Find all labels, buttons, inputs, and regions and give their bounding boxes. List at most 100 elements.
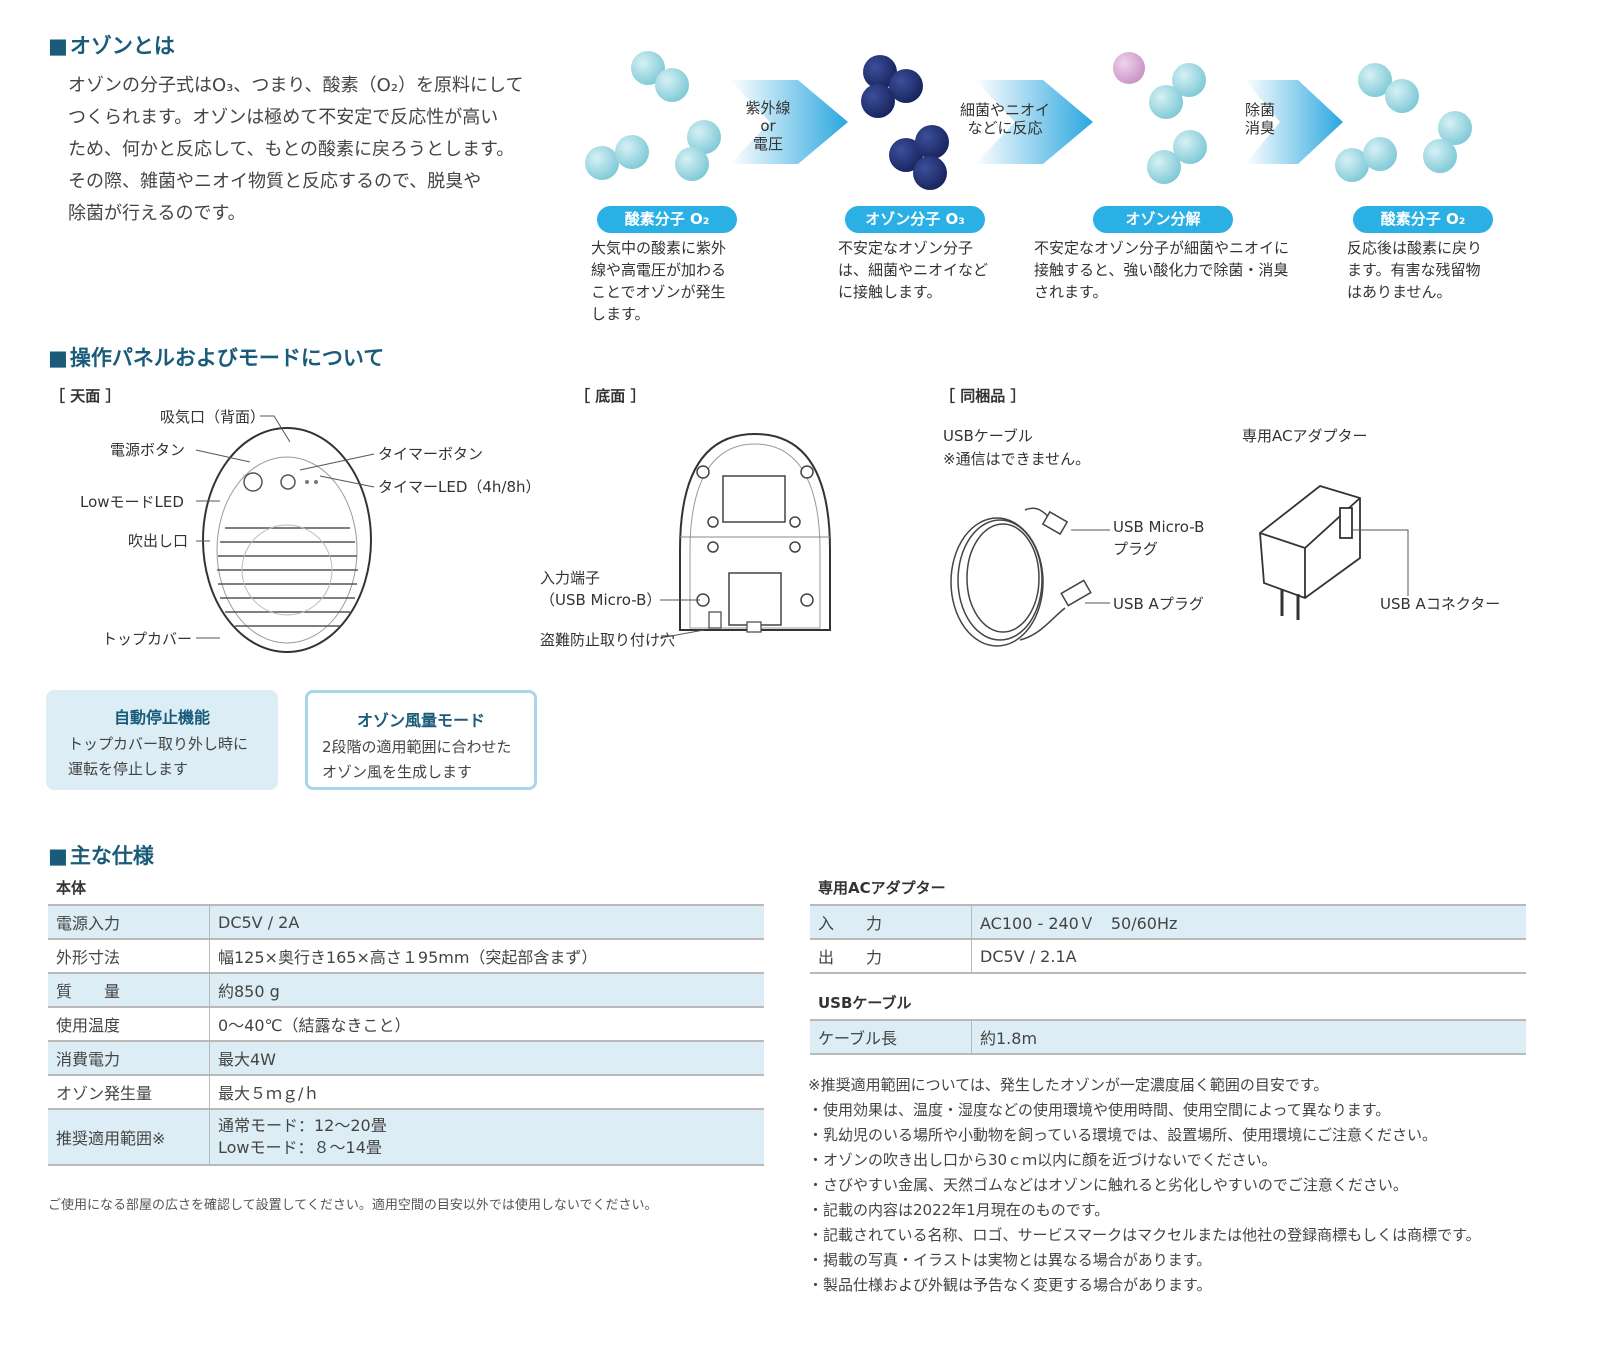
arrow-icon: [730, 80, 848, 164]
table-row: 外形寸法幅125×奥行き165×高さ１95mm（突起部含まず）: [48, 938, 764, 974]
label-microb-plug: USB Micro-B: [1113, 518, 1205, 536]
arrow-label: 紫外線 or 電圧: [745, 99, 791, 153]
intro-line: 除菌が行えるのです。: [68, 203, 246, 224]
arrow-label: 除菌 消臭: [1244, 101, 1275, 137]
label-input-port: 入力端子: [540, 569, 601, 587]
table-title-adapter: 専用ACアダプター: [818, 879, 946, 897]
o3-molecules-icon: [861, 55, 949, 190]
intro-line: オゾンの分子式はO₃、つまり、酸素（O₂）を原料にして: [68, 75, 524, 96]
note-line: ・使用効果は、温度・湿度などの使用環境や使用時間、使用空間によって異なります。: [808, 1101, 1391, 1119]
section-title-panel: 操作パネルおよびモードについて: [48, 342, 384, 372]
table-row: 質 量約850 g: [48, 972, 764, 1008]
note-line: ・さびやすい金属、天然ゴムなどはオゾンに触れると劣化しやすいのでご注意ください。: [808, 1176, 1408, 1194]
label-usb-a-plug: USB Aプラグ: [1113, 595, 1204, 613]
leader-lines: [195, 415, 291, 639]
note-line: ・製品仕様および外観は予告なく変更する場合があります。: [808, 1276, 1212, 1294]
label-microb-plug2: プラグ: [1113, 540, 1159, 558]
feature-title: オゾン風量モード: [356, 711, 485, 730]
feature-box-auto-stop: 自動停止機能 トップカバー取り外し時に 運転を停止します: [46, 690, 278, 790]
feature-desc: トップカバー取り外し時に 運転を停止します: [68, 735, 249, 778]
spec-value: 0～40℃（結露なきこと）: [209, 1006, 764, 1042]
feature-desc: 2段階の適用範囲に合わせた オゾン風を生成します: [322, 738, 512, 781]
spec-value: AC100 - 240Ｖ 50/60Hz: [971, 904, 1526, 940]
note-line: ・掲載の写真・イラストは実物とは異なる場合があります。: [808, 1251, 1212, 1269]
table-row: オゾン発生量最大５ｍｇ/ｈ: [48, 1074, 764, 1110]
spec-value-line: 通常モード：12～20畳: [218, 1116, 387, 1135]
label-bundle: ［ 同梱品 ］: [940, 387, 1026, 405]
vent-grille-icon: [217, 527, 358, 627]
o2-molecules-icon: [585, 51, 721, 181]
label-bottom-view: ［ 底面 ］: [575, 387, 646, 405]
label-outlet: 吹出し口: [128, 532, 189, 550]
leader-lines: [660, 599, 705, 639]
note-line: ・記載されている名称、ロゴ、サービスマークはマクセルまたは他社の登録商標もしくは…: [808, 1226, 1481, 1244]
feature-box-ozone-mode: オゾン風量モード 2段階の適用範囲に合わせた オゾン風を生成します: [305, 690, 537, 790]
label-usb-note: ※通信はできません。: [943, 450, 1091, 468]
timer-button-icon: [280, 474, 296, 490]
step-desc: 大気中の酸素に紫外 線や高電圧が加わる ことでオゾンが発生 します。: [591, 239, 727, 323]
label-usb-cable: USBケーブル: [943, 427, 1033, 445]
spec-value: 幅125×奥行き165×高さ１95mm（突起部含まず）: [209, 938, 764, 974]
spec-value-line: Lowモード：８～14畳: [218, 1138, 382, 1157]
note-line: ・記載の内容は2022年1月現在のものです。: [808, 1201, 1110, 1219]
label-top-cover: トップカバー: [102, 630, 193, 648]
spec-value: DC5V / 2A: [209, 904, 764, 940]
spec-value: 最大５ｍｇ/ｈ: [209, 1074, 764, 1110]
spec-key: 消費電力: [48, 1040, 210, 1076]
note-line: ・オゾンの吹き出し口から30ｃｍ以内に顔を近づけないでください。: [808, 1151, 1277, 1169]
table-row: ケーブル長約1.8m: [810, 1019, 1526, 1055]
spec-key: 入 力: [810, 904, 972, 940]
spec-key: 推奨適用範囲※: [48, 1108, 210, 1166]
spec-key: ケーブル長: [810, 1019, 972, 1055]
label-usb-a-connector: USB Aコネクター: [1380, 595, 1501, 613]
spec-main-note: ご使用になる部屋の広さを確認して設置してください。適用空間の目安以外では使用しな…: [48, 1198, 658, 1213]
intro-line: つくられます。オゾンは極めて不安定で反応性が高い: [68, 107, 499, 128]
table-row: 消費電力最大4W: [48, 1040, 764, 1076]
spec-value: 約1.8m: [971, 1019, 1526, 1055]
label-lock-hole: 盗難防止取り付け穴: [540, 631, 676, 649]
arrow-label: 細菌やニオイ などに反応: [959, 101, 1050, 137]
label-ac-adapter: 専用ACアダプター: [1242, 427, 1368, 445]
table-row: 推奨適用範囲※ 通常モード：12～20畳 Lowモード：８～14畳: [48, 1108, 764, 1166]
power-icon: [243, 472, 263, 492]
spec-key: 質 量: [48, 972, 210, 1008]
spec-value: DC5V / 2.1A: [971, 938, 1526, 974]
step-badge: 酸素分子 O₂: [597, 206, 737, 233]
note-line: ※推奨適用範囲については、発生したオゾンが一定濃度届く範囲の目安です。: [808, 1076, 1329, 1094]
spec-key: 使用温度: [48, 1006, 210, 1042]
note-line: ・乳幼児のいる場所や小動物を飼っている環境では、設置場所、使用環境にご注意くださ…: [808, 1126, 1437, 1144]
spec-notes: ※推奨適用範囲については、発生したオゾンが一定濃度届く範囲の目安です。 ・使用効…: [808, 1073, 1481, 1298]
spec-key: オゾン発生量: [48, 1074, 210, 1110]
ac-adapter-icon: [1259, 485, 1409, 620]
spec-key: 外形寸法: [48, 938, 210, 974]
table-title-usb: USBケーブル: [818, 994, 912, 1012]
spec-table-usb: ケーブル長約1.8m: [810, 1019, 1526, 1055]
step-badge: 酸素分子 O₂: [1353, 206, 1493, 233]
usb-cable-icon: [950, 507, 1110, 647]
ozone-intro: オゾンの分子式はO₃、つまり、酸素（O₂）を原料にして つくられます。オゾンは極…: [68, 70, 524, 230]
spec-key: 出 力: [810, 938, 972, 974]
section-title-spec: 主な仕様: [48, 840, 154, 870]
label-power-button: 電源ボタン: [110, 441, 186, 459]
step-desc: 不安定なオゾン分子が細菌やニオイに 接触すると、強い酸化力で除菌・消臭 されます…: [1034, 239, 1290, 301]
step-desc: 不安定なオゾン分子 は、細菌やニオイなど に接触します。: [838, 239, 989, 301]
device-top-view: [202, 427, 372, 653]
feature-title: 自動停止機能: [113, 708, 210, 727]
step-badge: オゾン分解: [1093, 206, 1233, 233]
table-title-main: 本体: [56, 879, 87, 897]
label-low-led: LowモードLED: [80, 493, 184, 511]
section-title-ozone: オゾンとは: [48, 30, 175, 60]
o2-molecules-icon: [1335, 63, 1472, 182]
spec-value: 最大4W: [209, 1040, 764, 1076]
ozone-cycle-diagram: [585, 51, 1472, 190]
intro-line: ため、何かと反応して、もとの酸素に戻ろうとします。: [68, 139, 515, 160]
device-bottom-view: [679, 432, 831, 633]
step-desc: 反応後は酸素に戻り ます。有害な残留物 はありません。: [1347, 239, 1483, 301]
screw-icon: [696, 465, 814, 607]
